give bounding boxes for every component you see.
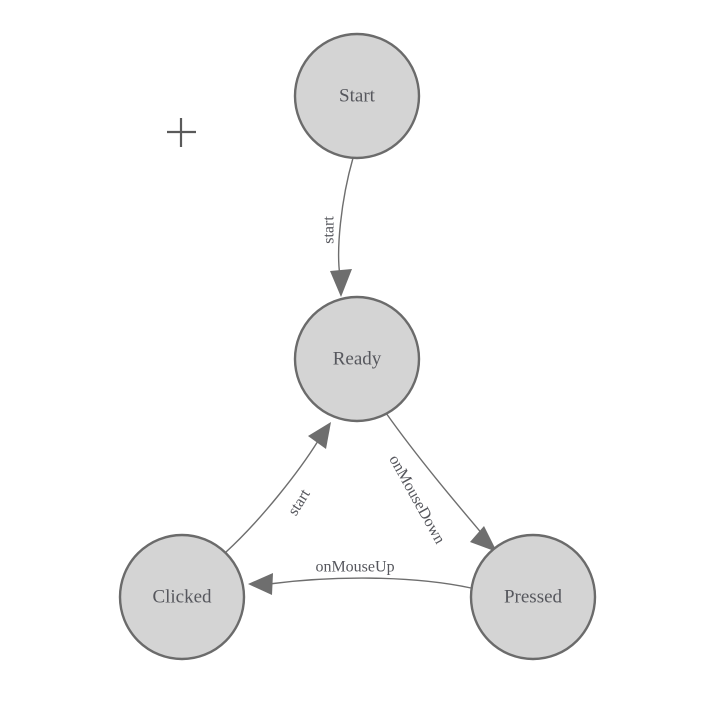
node-label-ready: Ready (333, 348, 382, 369)
crosshair-icon (167, 118, 196, 147)
node-circle-ready[interactable] (293, 295, 421, 423)
edge-path-pressed-to-clicked (268, 577, 472, 589)
edge-pressed-to-clicked[interactable]: onMouseUp (248, 559, 472, 595)
arrowhead-pressed-to-clicked (248, 573, 273, 595)
node-label-start: Start (339, 85, 376, 106)
edge-start-to-ready[interactable]: start (321, 157, 354, 297)
edge-clicked-to-ready[interactable]: start (225, 422, 331, 553)
edge-label-start-to-ready: start (321, 216, 338, 244)
node-circle-clicked[interactable] (118, 533, 246, 661)
node-circle-pressed[interactable] (469, 533, 597, 661)
edge-ready-to-pressed[interactable]: onMouseDown (385, 412, 497, 552)
node-label-pressed: Pressed (504, 586, 563, 607)
arrowhead-ready-to-pressed (470, 526, 497, 552)
arrowhead-start-to-ready (330, 269, 352, 297)
node-label-clicked: Clicked (152, 586, 212, 607)
node-pressed[interactable]: Pressed (469, 533, 597, 661)
node-start[interactable]: Start (293, 32, 421, 160)
edge-path-start-to-ready (337, 157, 354, 277)
edge-label-clicked-to-ready: start (285, 486, 314, 519)
node-ready[interactable]: Ready (293, 295, 421, 423)
edge-path-ready-to-pressed (385, 412, 485, 537)
edge-label-pressed-to-clicked: onMouseUp (315, 559, 394, 576)
edge-label-ready-to-pressed: onMouseDown (385, 452, 448, 547)
node-circle-start[interactable] (293, 32, 421, 160)
node-clicked[interactable]: Clicked (118, 533, 246, 661)
arrowhead-clicked-to-ready (308, 422, 331, 449)
edge-path-clicked-to-ready (225, 440, 319, 553)
